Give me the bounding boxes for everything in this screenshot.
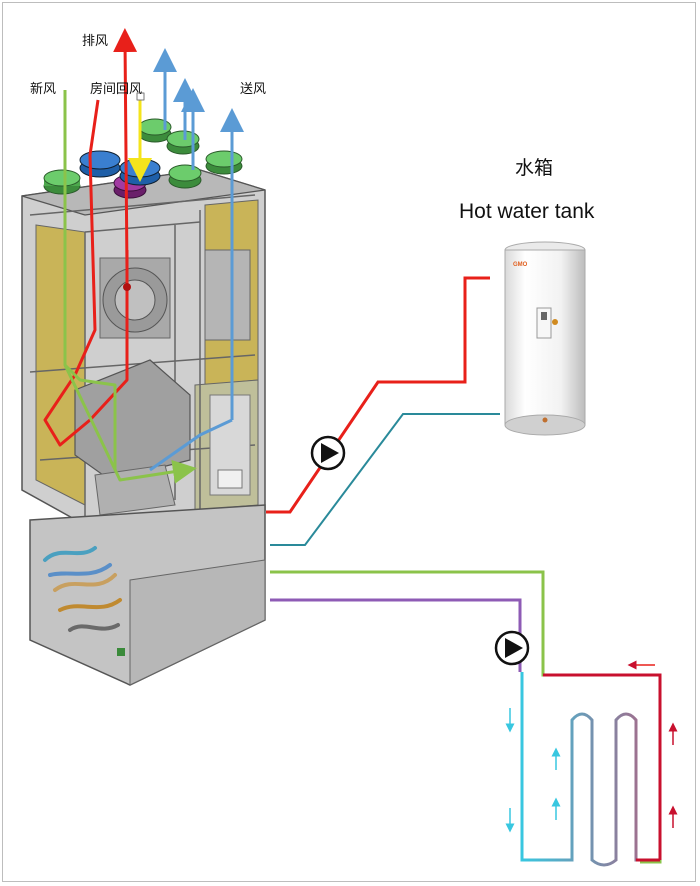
exhaust-air-label: 排风 [82,34,109,49]
airflow-paths [43,28,244,484]
heat-pump-unit [21,28,266,686]
pump-icon [494,630,530,666]
room-return-air-label: 房间回风 [90,82,143,97]
tank-title-en: Hot water tank [459,200,595,223]
tank-title-cn: 水箱 [515,157,554,179]
pump-icon [310,435,346,471]
hot-water-pipes [266,276,500,546]
floor-heating-pipes [270,570,662,867]
fresh-air-label: 新风 [30,82,57,97]
hot-water-tank [504,241,586,436]
supply-air-label: 送风 [240,82,267,97]
floor-flow-arrows [505,660,678,833]
tank-brand-logo: GMO [513,262,528,268]
